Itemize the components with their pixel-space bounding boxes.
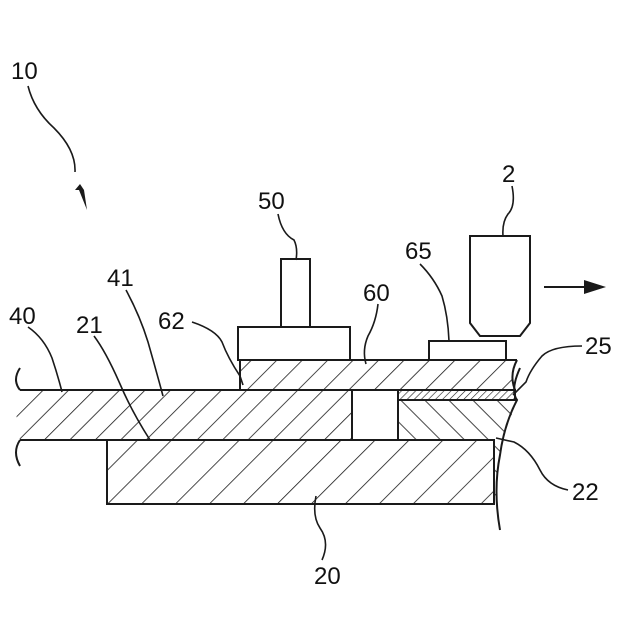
leader-41 (126, 290, 163, 396)
pressing-member-50 (238, 259, 350, 360)
leader-40 (28, 327, 62, 392)
label-40: 40 (9, 303, 36, 330)
leader-20 (315, 496, 326, 560)
label-10: 10 (11, 58, 38, 85)
joint-layer-25 (398, 390, 515, 400)
label-60: 60 (363, 280, 390, 307)
label-65: 65 (405, 238, 432, 265)
leader-60 (364, 304, 378, 364)
leader-2 (503, 186, 513, 236)
label-62: 62 (158, 308, 185, 335)
leader-25 (513, 346, 582, 395)
tool-2 (470, 236, 530, 336)
leader-62 (192, 322, 243, 385)
sheet-60 (240, 360, 517, 390)
support-block-20 (107, 440, 494, 504)
leader-22 (496, 438, 568, 490)
label-25: 25 (585, 333, 612, 360)
arrow-right-icon (544, 280, 606, 294)
label-2: 2 (502, 161, 515, 188)
leader-65 (420, 264, 449, 341)
pad-65 (429, 341, 506, 360)
label-50: 50 (258, 188, 285, 215)
leader-50 (278, 214, 297, 260)
label-21: 21 (76, 312, 103, 339)
gap-block (352, 390, 398, 440)
label-22: 22 (572, 479, 599, 506)
label-20: 20 (314, 563, 341, 590)
label-41: 41 (107, 265, 134, 292)
arrow-down-icon (28, 86, 87, 210)
